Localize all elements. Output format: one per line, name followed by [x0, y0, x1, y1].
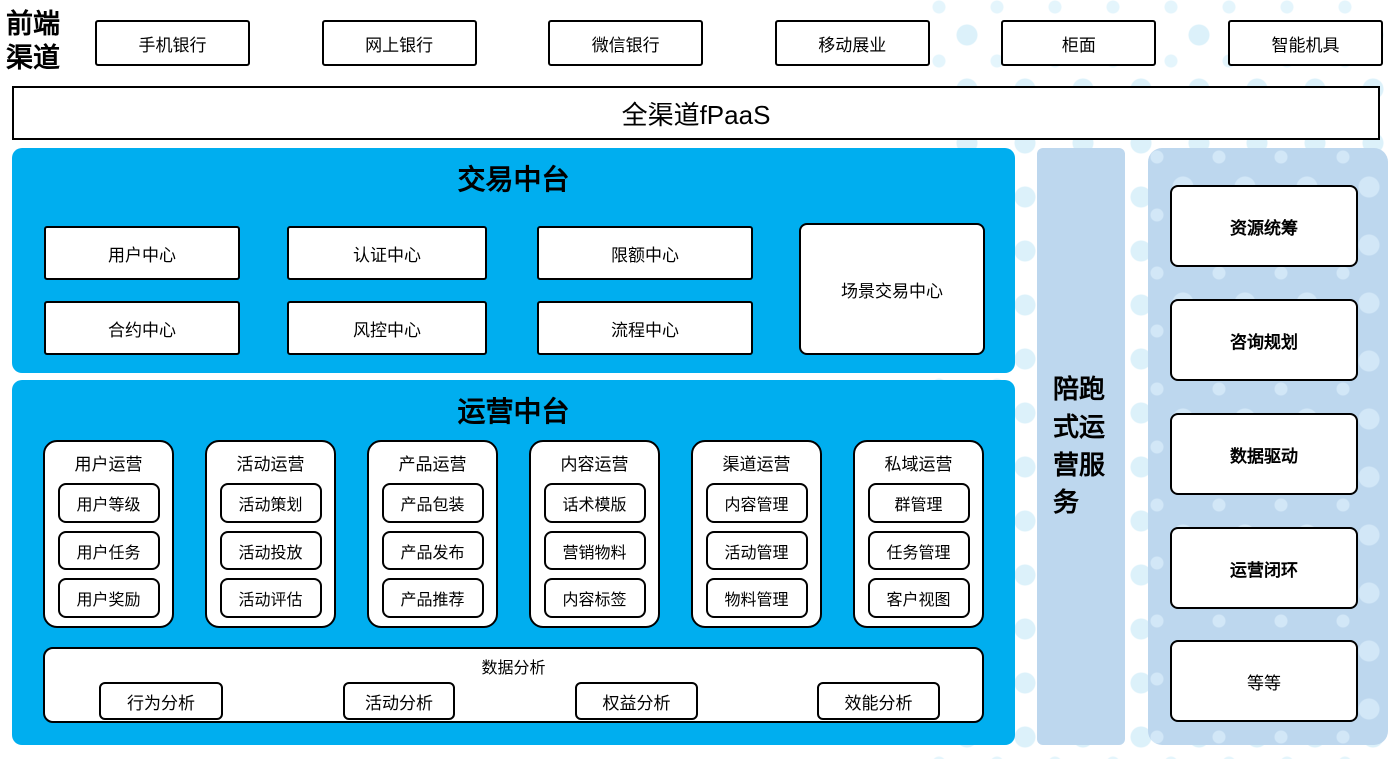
sub-box: 内容标签 — [543, 578, 646, 619]
sub-box: 产品推荐 — [381, 578, 484, 619]
sub-box: 用户奖励 — [57, 578, 160, 619]
column-channel-operation: 渠道运营 内容管理 活动管理 物料管理 — [691, 440, 822, 628]
channel-box-counter: 柜面 — [1001, 20, 1157, 66]
column-title: 内容运营 — [560, 455, 629, 474]
companion-operation-service-bar: 陪跑式运营服务 — [1037, 148, 1125, 745]
operation-platform-block: 运营中台 用户运营 用户等级 用户任务 用户奖励 活动运营 活动策划 活动投放 … — [12, 380, 1015, 745]
center-box-risk: 风控中心 — [287, 301, 487, 355]
analysis-box-efficiency: 效能分析 — [817, 682, 940, 720]
column-user-operation: 用户运营 用户等级 用户任务 用户奖励 — [43, 440, 174, 628]
omni-channel-fpaas-bar: 全渠道fPaaS — [12, 86, 1380, 140]
scenario-transaction-center-box: 场景交易中心 — [799, 223, 985, 355]
transaction-platform-title: 交易中台 — [457, 164, 570, 195]
sub-box: 内容管理 — [705, 483, 808, 523]
sub-box: 任务管理 — [867, 530, 970, 571]
center-box-process: 流程中心 — [537, 301, 753, 355]
service-box-operation-loop: 运营闭环 — [1170, 527, 1358, 609]
front-channels-label: 前端渠道 — [6, 9, 60, 73]
data-analysis-title: 数据分析 — [481, 660, 546, 677]
column-title: 活动运营 — [236, 455, 305, 474]
column-product-operation: 产品运营 产品包装 产品发布 产品推荐 — [367, 440, 498, 628]
center-box-limit: 限额中心 — [537, 226, 753, 280]
column-title: 渠道运营 — [722, 455, 791, 474]
column-title: 产品运营 — [398, 455, 467, 474]
column-activity-operation: 活动运营 活动策划 活动投放 活动评估 — [205, 440, 336, 628]
sub-box: 活动评估 — [219, 578, 322, 619]
sub-box: 客户视图 — [867, 578, 970, 619]
service-box-resource-coordination: 资源统筹 — [1170, 185, 1358, 267]
sub-box: 用户等级 — [57, 483, 160, 523]
operation-columns: 用户运营 用户等级 用户任务 用户奖励 活动运营 活动策划 活动投放 活动评估 … — [43, 440, 984, 630]
analysis-box-rights: 权益分析 — [575, 682, 698, 720]
channel-box-smart-machine: 智能机具 — [1227, 20, 1383, 66]
center-box-user: 用户中心 — [44, 226, 240, 280]
channel-box-wechat-banking: 微信银行 — [548, 20, 704, 66]
center-box-contract: 合约中心 — [44, 301, 240, 355]
sub-box: 活动管理 — [705, 530, 808, 571]
operation-platform-title: 运营中台 — [457, 396, 570, 427]
channel-box-online-banking: 网上银行 — [321, 20, 477, 66]
column-private-domain-operation: 私域运营 群管理 任务管理 客户视图 — [853, 440, 984, 628]
sub-box: 话术模版 — [543, 483, 646, 523]
service-box-data-driven: 数据驱动 — [1170, 413, 1358, 495]
channel-box-mobile-banking: 手机银行 — [95, 20, 250, 66]
sub-box: 用户任务 — [57, 530, 160, 571]
service-panel: 资源统筹 咨询规划 数据驱动 运营闭环 等等 — [1148, 148, 1388, 745]
sub-box: 产品发布 — [381, 530, 484, 571]
companion-operation-service-label: 陪跑式运营服务 — [1053, 374, 1106, 518]
sub-box: 物料管理 — [705, 578, 808, 619]
service-box-consulting-planning: 咨询规划 — [1170, 299, 1358, 381]
channel-box-mobile-marketing: 移动展业 — [774, 20, 930, 66]
center-box-auth: 认证中心 — [287, 226, 487, 280]
sub-box: 产品包装 — [381, 483, 484, 523]
service-box-etc: 等等 — [1170, 640, 1358, 722]
front-channels-row: 手机银行 网上银行 微信银行 移动展业 柜面 智能机具 — [95, 20, 1383, 66]
data-analysis-bar: 数据分析 行为分析 活动分析 权益分析 效能分析 — [43, 647, 984, 723]
column-title: 用户运营 — [74, 455, 143, 474]
transaction-platform-block: 交易中台 用户中心 认证中心 限额中心 合约中心 风控中心 流程中心 场景交易中… — [12, 148, 1015, 373]
column-title: 私域运营 — [884, 455, 953, 474]
sub-box: 活动投放 — [219, 530, 322, 571]
column-content-operation: 内容运营 话术模版 营销物料 内容标签 — [529, 440, 660, 628]
sub-box: 营销物料 — [543, 530, 646, 571]
sub-box: 群管理 — [867, 483, 970, 523]
sub-box: 活动策划 — [219, 483, 322, 523]
analysis-box-activity: 活动分析 — [343, 682, 455, 720]
analysis-box-behavior: 行为分析 — [99, 682, 223, 720]
